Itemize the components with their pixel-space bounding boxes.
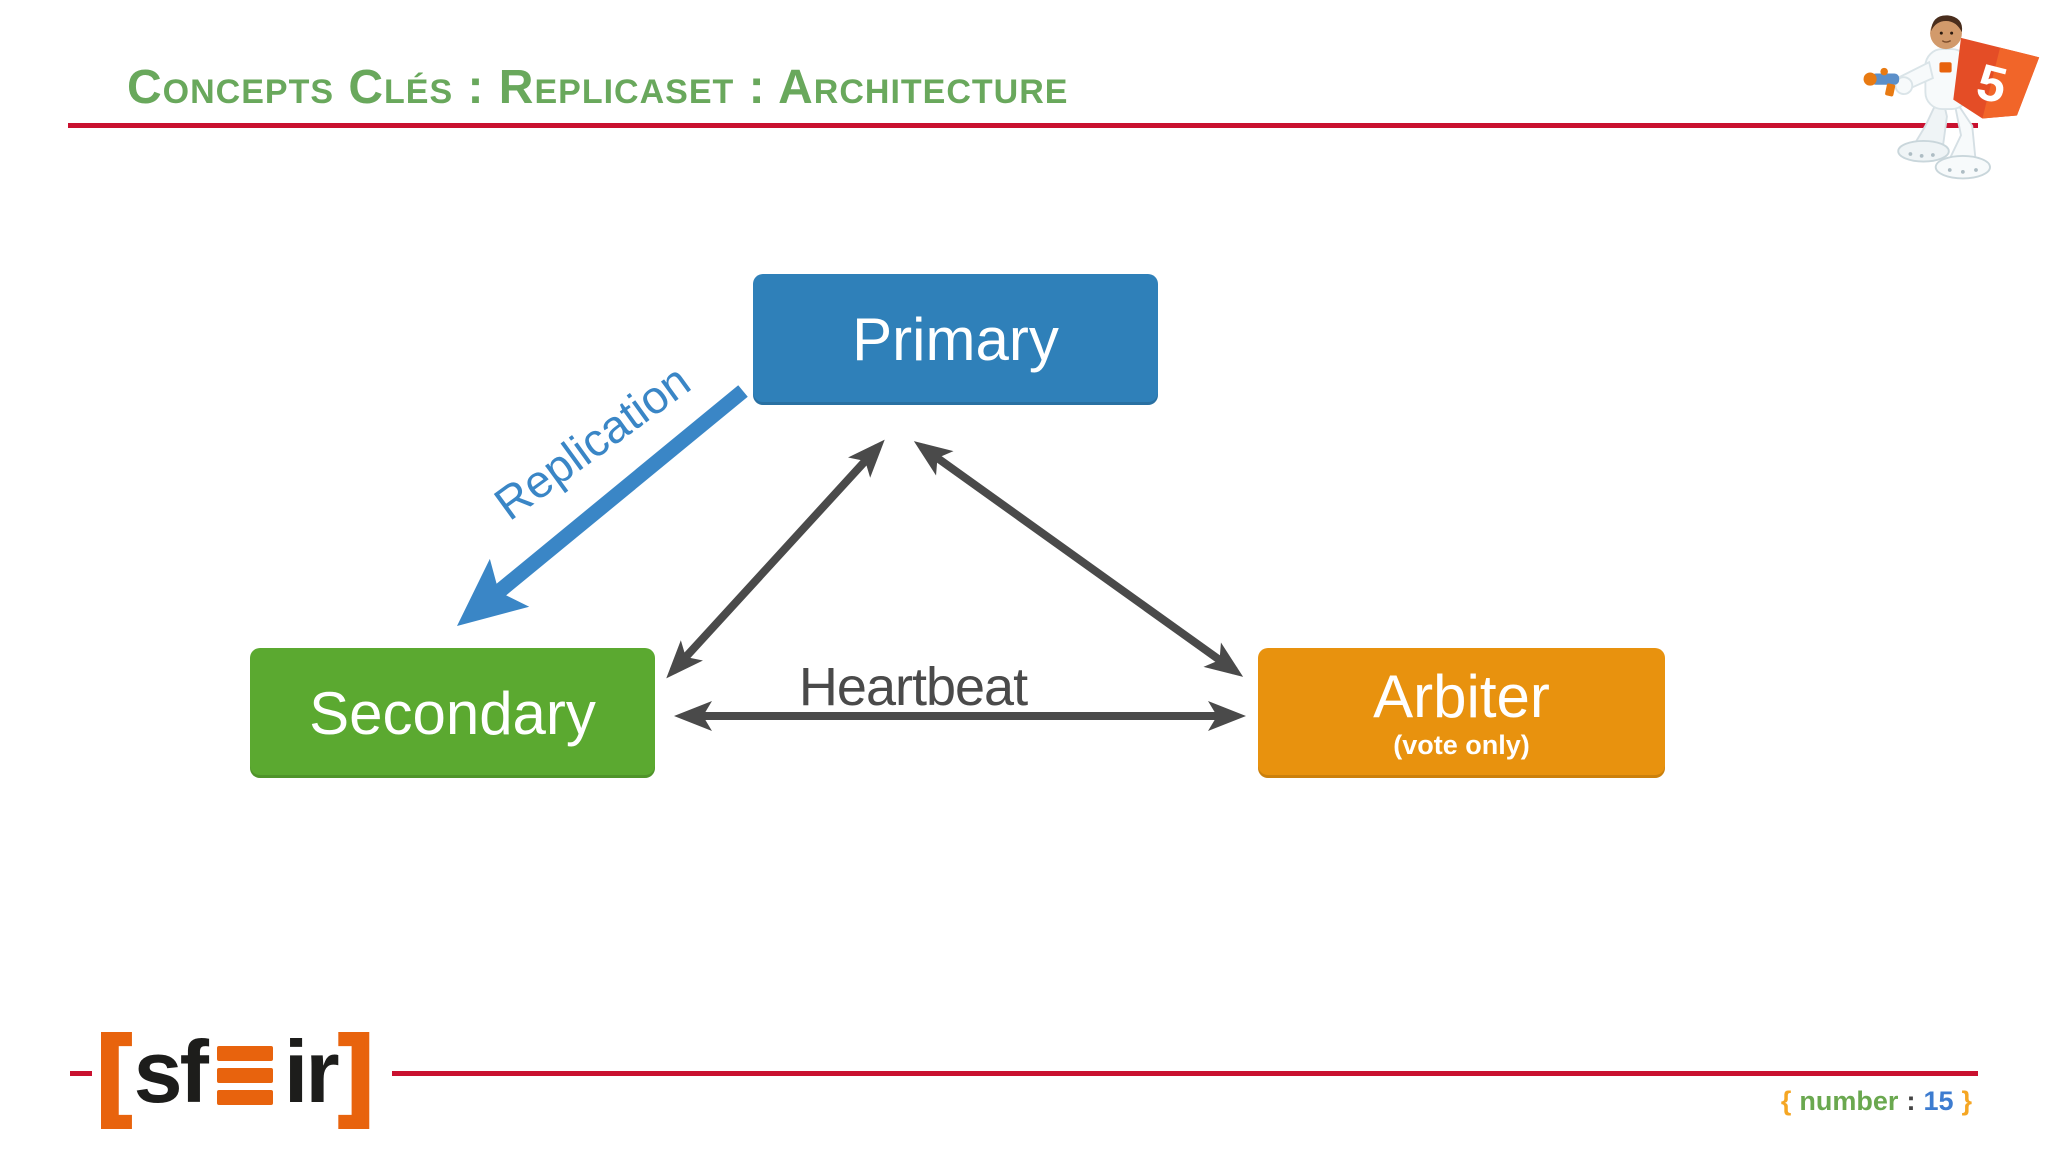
header-divider [68, 123, 1978, 128]
page-title: Concepts Clés : Replicaset : Architectur… [127, 61, 1069, 114]
sfeir-bracket-open: [ [96, 1017, 134, 1127]
heartbeat-label: Heartbeat [798, 657, 1028, 717]
sfeir-logo: [ sf ir ] [92, 1017, 379, 1127]
edge-primary-secondary [666, 439, 885, 679]
node-primary: Primary [753, 274, 1158, 405]
html5-shield-icon: 5 [1953, 37, 2040, 119]
node-primary-label: Primary [852, 306, 1059, 373]
node-arbiter-label: Arbiter [1373, 663, 1550, 730]
edge-primary-arbiter [913, 441, 1244, 677]
page-number-value: 15 [1923, 1086, 1954, 1116]
node-arbiter: Arbiter (vote only) [1258, 648, 1665, 778]
page-number-colon: : [1906, 1086, 1916, 1116]
node-arbiter-sublabel: (vote only) [1393, 730, 1530, 760]
page-number: {number:15} [1777, 1086, 1976, 1117]
sfeir-letters-sf: sf [133, 1022, 209, 1121]
page-number-brace-close: } [1961, 1086, 1972, 1116]
page-number-brace-open: { [1780, 1086, 1792, 1116]
page-number-label: number [1799, 1086, 1899, 1116]
sfeir-bracket-close: ] [337, 1017, 375, 1127]
triple-bar-e-icon [216, 1045, 273, 1105]
sfeir-letters-ir: ir [283, 1022, 340, 1121]
footer-divider-dash [70, 1071, 92, 1076]
replication-label: Replication [484, 354, 700, 530]
node-secondary-label: Secondary [309, 679, 596, 747]
node-secondary: Secondary [250, 648, 655, 778]
html5-astronaut-icon: 5 [1863, 15, 2040, 180]
footer-divider [392, 1071, 1978, 1076]
